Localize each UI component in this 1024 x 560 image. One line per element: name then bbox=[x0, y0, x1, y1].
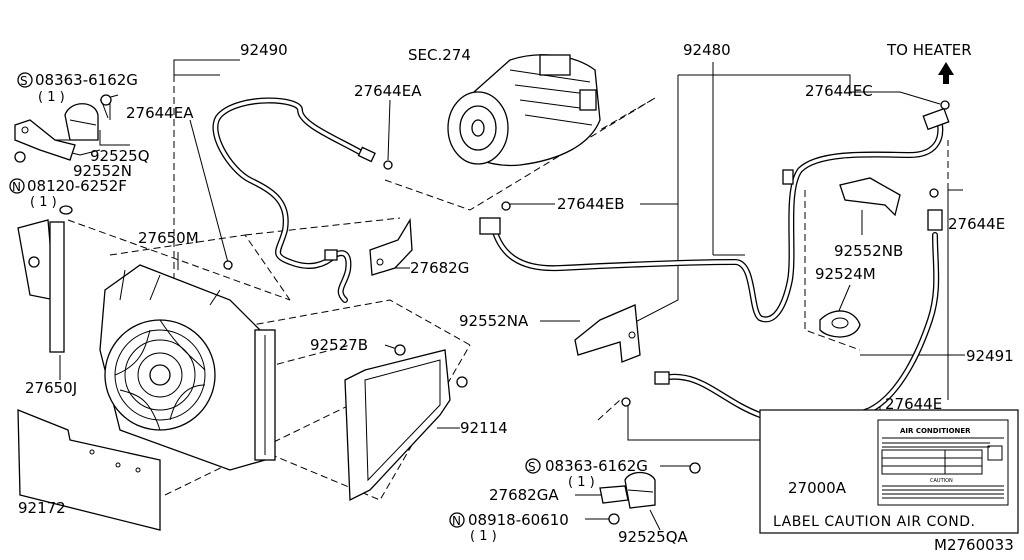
s-mark-2: S bbox=[528, 460, 536, 474]
label-n08120-qty: ( 1 ) bbox=[30, 195, 57, 210]
label-92552nb: 92552NB bbox=[834, 242, 903, 260]
label-27650m: 27650M bbox=[138, 229, 199, 247]
symbol-marks: S N S N bbox=[9, 72, 541, 528]
part-labels: 92490 SEC.274 92480 TO HEATER 08363-6162… bbox=[18, 41, 1014, 554]
label-s08363-top-qty: ( 1 ) bbox=[38, 90, 65, 105]
label-n08120: 08120-6252F bbox=[27, 177, 127, 195]
caution-label-box: AIR CONDITIONER CAUTION bbox=[759, 409, 1019, 534]
bracket-27682g bbox=[369, 217, 413, 276]
diagram-code: M2760033 bbox=[934, 536, 1014, 554]
label-92114: 92114 bbox=[460, 419, 508, 437]
side-bracket-27650j bbox=[17, 205, 73, 353]
pipe-92480 bbox=[490, 122, 944, 323]
label-92491: 92491 bbox=[966, 347, 1014, 365]
label-caution-caption: LABEL CAUTION AIR COND. bbox=[773, 514, 976, 530]
condenser-fan-assembly bbox=[99, 264, 276, 471]
label-92525q: 92525Q bbox=[90, 147, 150, 165]
bracket-92552nb bbox=[839, 177, 901, 217]
label-27644ea-left: 27644EA bbox=[126, 104, 194, 122]
compressor bbox=[447, 54, 601, 167]
up-arrow-icon bbox=[938, 62, 954, 84]
label-27644ea-right: 27644EA bbox=[354, 82, 422, 100]
caution-label-sticker bbox=[877, 419, 1009, 506]
label-92490: 92490 bbox=[240, 41, 288, 59]
s-mark-1: S bbox=[20, 74, 28, 88]
caution-label-caution: CAUTION bbox=[930, 478, 953, 484]
label-to-heater: TO HEATER bbox=[886, 41, 972, 59]
assembly-dashed-lines bbox=[67, 75, 949, 501]
n-mark-1: N bbox=[12, 180, 21, 194]
clip-92524m bbox=[819, 310, 861, 338]
label-27682g: 27682G bbox=[410, 259, 469, 277]
bracket-92552na bbox=[574, 304, 641, 363]
label-92172: 92172 bbox=[18, 499, 66, 517]
caution-label-title: AIR CONDITIONER bbox=[900, 427, 971, 435]
n-mark-2: N bbox=[452, 514, 461, 528]
label-92527b: 92527B bbox=[310, 336, 368, 354]
pipe-fittings bbox=[324, 107, 950, 385]
leader-lines bbox=[40, 59, 965, 531]
bracket-92114 bbox=[344, 349, 468, 502]
label-92552n: 92552N bbox=[73, 162, 132, 180]
label-n08918: 08918-60610 bbox=[468, 511, 569, 529]
pipe-92490 bbox=[212, 97, 368, 303]
label-27644e-top: 27644E bbox=[948, 215, 1005, 233]
label-s08363-bottom: 08363-6162G bbox=[545, 457, 648, 475]
label-27682ga: 27682GA bbox=[489, 486, 559, 504]
label-92480: 92480 bbox=[683, 41, 731, 59]
bracket-27682ga bbox=[599, 485, 629, 504]
label-27000a: 27000A bbox=[788, 479, 847, 497]
label-s08363-bottom-qty: ( 1 ) bbox=[568, 475, 595, 490]
label-92552na: 92552NA bbox=[459, 312, 529, 330]
bracket-92552n bbox=[14, 119, 76, 161]
fasteners bbox=[14, 94, 950, 525]
label-sec274: SEC.274 bbox=[408, 46, 471, 64]
label-92524m: 92524M bbox=[815, 265, 876, 283]
label-s08363-top: 08363-6162G bbox=[35, 71, 138, 89]
label-n08918-qty: ( 1 ) bbox=[470, 529, 497, 544]
seal-92172 bbox=[17, 409, 161, 531]
label-27644ec: 27644EC bbox=[805, 82, 873, 100]
label-27650j: 27650J bbox=[25, 379, 77, 397]
label-27644e-bottom: 27644E bbox=[885, 395, 942, 413]
clip-92525q bbox=[64, 103, 99, 141]
label-92525qa: 92525QA bbox=[618, 528, 689, 546]
label-27644eb: 27644EB bbox=[557, 195, 625, 213]
clip-92525qa bbox=[624, 471, 656, 509]
